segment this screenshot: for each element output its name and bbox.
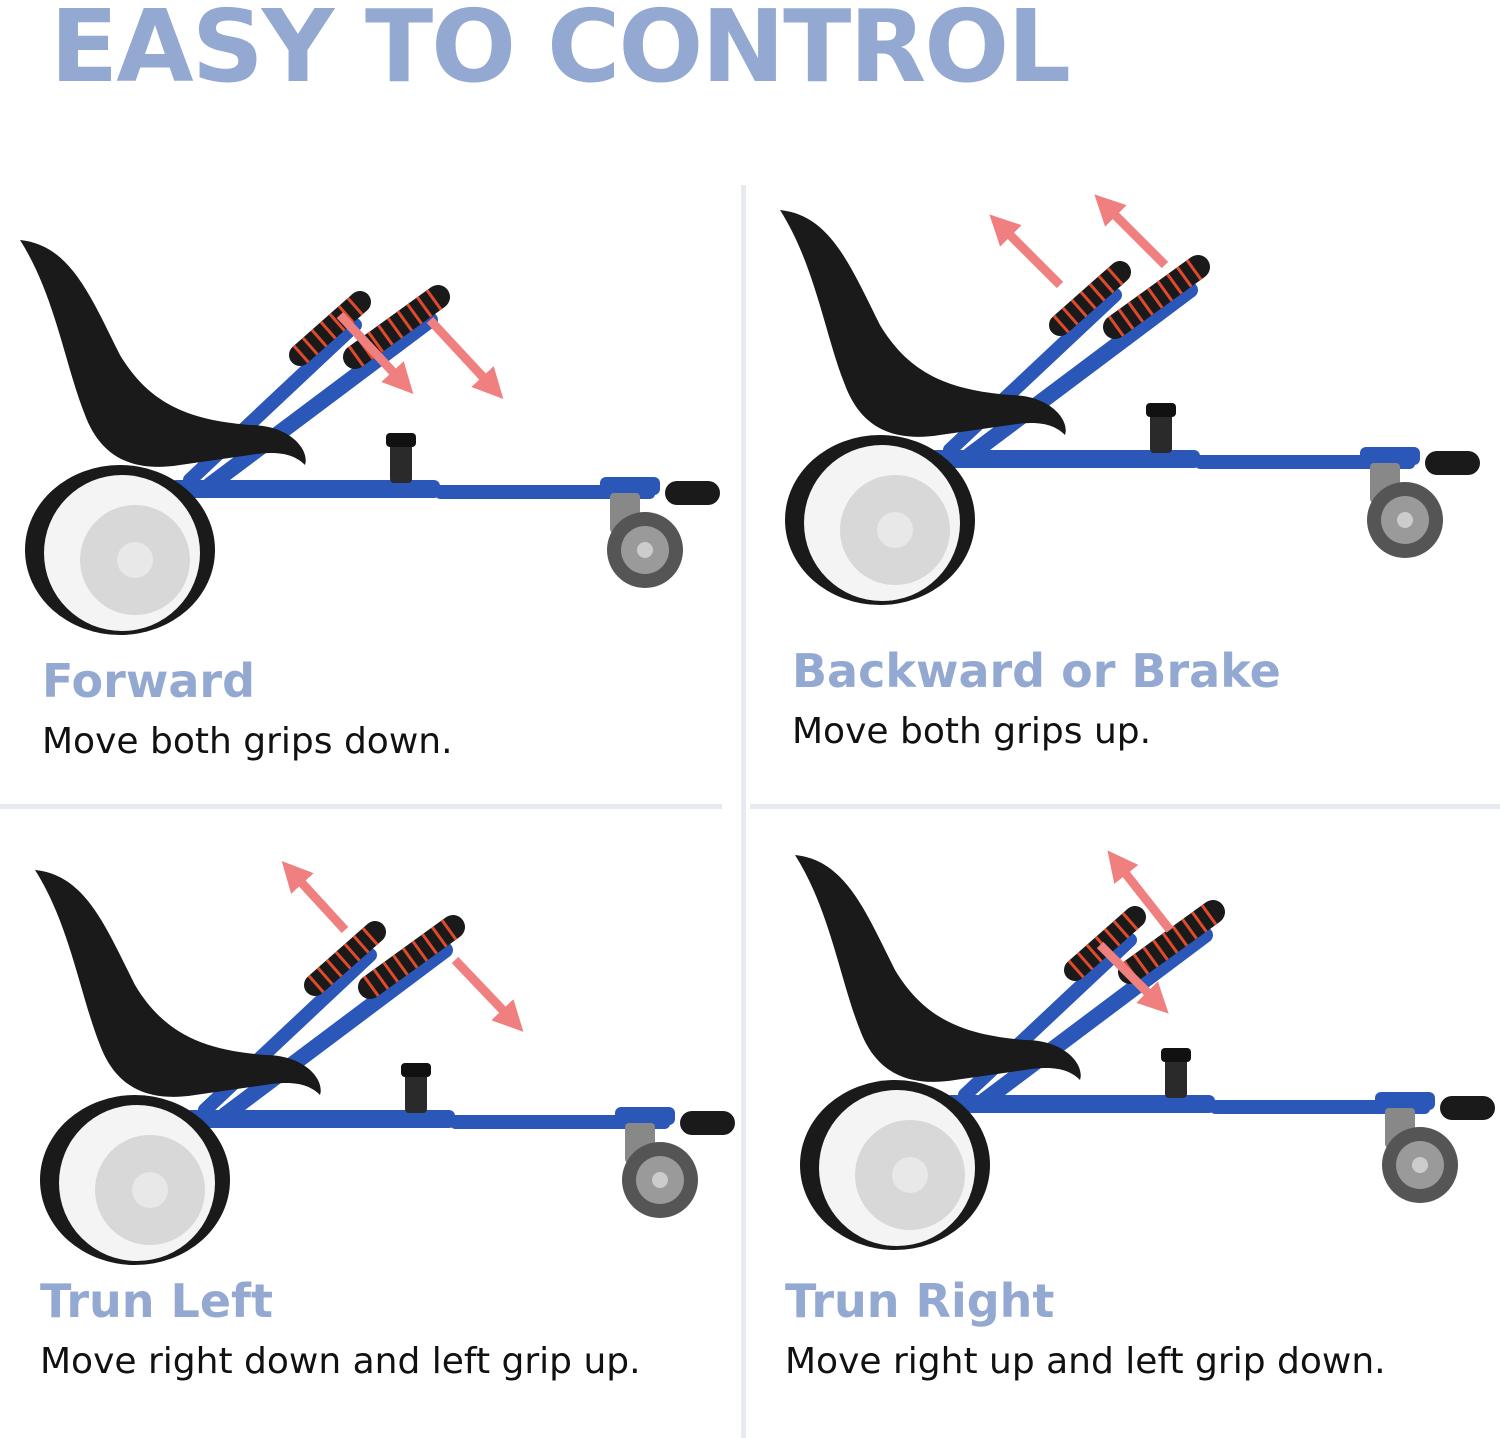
panel-title-turn-left: Trun Left bbox=[40, 1274, 274, 1328]
panel-description-forward: Move both grips down. bbox=[42, 721, 453, 762]
panel-description-turn-left: Move right down and left grip up. bbox=[40, 1341, 641, 1382]
left-grip-down-arrow bbox=[1096, 941, 1169, 1014]
panel-description-backward: Move both grips up. bbox=[792, 711, 1152, 752]
left-grip-up-arrow bbox=[281, 860, 349, 934]
panel-description-turn-right: Move right up and left grip down. bbox=[785, 1341, 1386, 1382]
right-grip-up-arrow bbox=[1107, 850, 1174, 933]
panel-title-turn-right: Trun Right bbox=[785, 1274, 1055, 1328]
grip-arrows-turn-right bbox=[1096, 850, 1174, 1014]
page-headline: EASY TO CONTROL bbox=[50, 0, 1071, 105]
vertical-divider bbox=[741, 185, 746, 1438]
left-grip-down-arrow bbox=[336, 311, 414, 394]
panel-title-backward: Backward or Brake bbox=[792, 644, 1281, 698]
horizontal-divider-right bbox=[750, 804, 1500, 809]
right-grip-down-arrow bbox=[451, 956, 524, 1032]
grip-arrows-backward bbox=[989, 194, 1169, 289]
left-grip-up-arrow bbox=[989, 214, 1064, 289]
right-grip-down-arrow bbox=[426, 316, 504, 399]
grip-arrows-turn-left bbox=[281, 860, 524, 1032]
panel-title-forward: Forward bbox=[42, 654, 255, 708]
horizontal-divider-left bbox=[0, 804, 722, 809]
grip-arrows-forward bbox=[336, 311, 504, 399]
right-grip-up-arrow bbox=[1094, 194, 1169, 269]
